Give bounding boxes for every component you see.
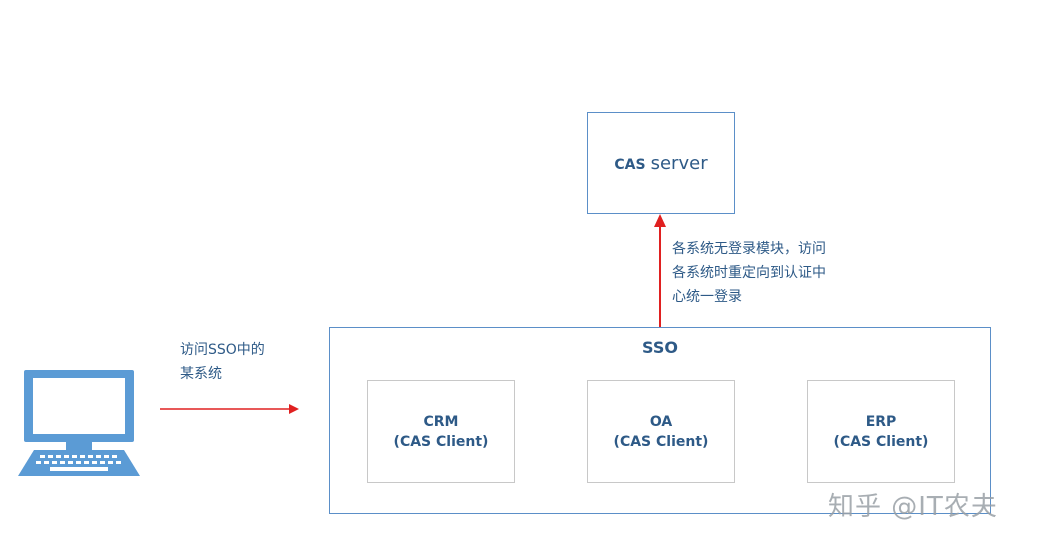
client-name: OA: [649, 413, 673, 430]
watermark: 知乎 @IT农夫: [828, 492, 998, 522]
access-note-line: 访问SSO中的: [180, 342, 265, 358]
client-subtitle: (CAS Client): [613, 433, 709, 450]
client-subtitle: (CAS Client): [833, 433, 929, 450]
client-subtitle: (CAS Client): [393, 433, 489, 450]
redirect-note: 各系统无登录模块，访问 各系统时重定向到认证中 心统一登录: [672, 237, 872, 309]
redirect-note-line: 各系统无登录模块，访问: [672, 241, 826, 257]
redirect-note-line: 心统一登录: [672, 289, 742, 305]
client-erp-box: ERP (CAS Client): [807, 380, 955, 483]
client-oa-box: OA (CAS Client): [587, 380, 735, 483]
redirect-note-line: 各系统时重定向到认证中: [672, 265, 826, 281]
access-note: 访问SSO中的 某系统: [180, 338, 300, 386]
client-crm-box: CRM (CAS Client): [367, 380, 515, 483]
sso-title: SSO: [642, 338, 678, 357]
client-name: ERP: [865, 413, 897, 430]
access-arrow-head: [289, 404, 299, 414]
client-name: CRM: [423, 413, 459, 430]
redirect-arrow-head: [654, 214, 666, 227]
cas-server-label-small: CAS: [614, 156, 646, 173]
cas-server-label-main: server: [650, 152, 708, 174]
access-note-line: 某系统: [180, 366, 222, 382]
sso-box: SSO CRM (CAS Client) OA (CAS Client) ERP…: [329, 327, 991, 514]
